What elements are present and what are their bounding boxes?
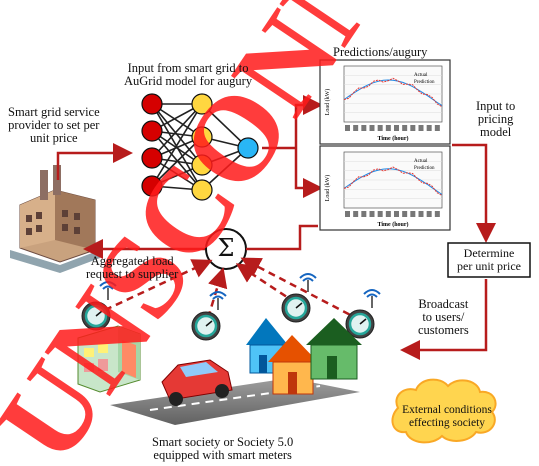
arrow-charts-to-pricing — [452, 143, 496, 243]
smart-meter-icon — [191, 291, 227, 341]
label-predictions: Predictions/augury — [333, 45, 428, 59]
tick-label — [385, 125, 391, 131]
label-aggregated-load: Aggregated load request to supplier — [86, 254, 179, 281]
series-actual — [343, 79, 443, 107]
tick-label — [345, 125, 350, 131]
series-actual — [343, 168, 443, 195]
smart-meters — [81, 273, 381, 341]
tick-label — [353, 125, 359, 131]
legend-entry: Actual — [414, 159, 428, 164]
chart-xlabel: Time (hour) — [377, 221, 408, 228]
smart-meter-icon — [81, 281, 117, 331]
tick-label — [385, 211, 391, 217]
chart-ylabel: Load (kW) — [324, 89, 331, 116]
tick-label — [345, 211, 350, 217]
smart-meter-icon — [345, 289, 381, 339]
car-icon — [161, 359, 233, 406]
factory-icon — [10, 165, 100, 273]
tick-label — [369, 125, 375, 131]
series-prediction — [343, 77, 443, 108]
smart-meter-icon — [281, 273, 317, 323]
tick-label — [353, 211, 359, 217]
hidden-node — [191, 93, 213, 115]
sum-symbol: Σ — [217, 234, 235, 262]
tick-label — [377, 125, 383, 131]
tick-label — [418, 211, 424, 217]
label-input-augrid: Input from smart grid to AuGrid model fo… — [124, 61, 253, 88]
cloud-icon — [391, 378, 497, 444]
chart-ylabel: Load (kW) — [324, 175, 331, 202]
tick-label — [426, 125, 432, 131]
label-smart-society: Smart society or Society 5.0 equipped wi… — [152, 435, 294, 462]
input-node — [141, 147, 163, 169]
tick-label — [377, 211, 383, 217]
house-green-icon — [306, 318, 362, 380]
tick-label — [410, 211, 416, 217]
input-node — [141, 120, 163, 142]
tick-label — [418, 125, 424, 131]
series-prediction — [343, 166, 443, 196]
output-node — [237, 137, 259, 159]
arrow-provider-to-net — [56, 143, 133, 180]
label-input-pricing: Input to pricing model — [476, 99, 516, 139]
input-node — [141, 175, 163, 197]
tick-label — [369, 211, 375, 217]
meter-dashed-arrows — [104, 257, 361, 322]
tick-label — [434, 211, 440, 217]
house-orange-icon — [268, 335, 318, 395]
hidden-node — [191, 179, 213, 201]
label-external-conditions: External conditions effecting society — [402, 404, 492, 429]
neural-network-icon — [141, 93, 259, 201]
legend-entry: Prediction — [414, 80, 435, 85]
tick-label — [402, 211, 408, 217]
label-broadcast: Broadcast to users/ customers — [418, 297, 469, 337]
label-determine-price: Determine per unit price — [457, 246, 521, 273]
arrow-sum-up — [246, 224, 318, 251]
label-smart-grid-provider: Smart grid service provider to set per u… — [8, 105, 100, 145]
hidden-node — [191, 154, 213, 176]
tick-label — [361, 125, 367, 131]
chart-xlabel: Time (hour) — [377, 135, 408, 142]
tick-label — [402, 125, 408, 131]
tick-label — [394, 211, 399, 217]
hidden-node — [191, 126, 213, 148]
prediction-charts: Load (kW)Time (hour)ActualPredictionLoad… — [319, 59, 451, 231]
determine-price-box — [447, 242, 531, 278]
house-blue-icon — [246, 318, 288, 374]
tick-label — [410, 125, 416, 131]
society-scene — [77, 318, 362, 425]
tick-label — [394, 125, 399, 131]
legend-entry: Actual — [414, 73, 428, 78]
arrow-broadcast — [400, 279, 488, 360]
shop-building-icon — [77, 325, 141, 393]
tick-label — [434, 125, 440, 131]
input-node — [141, 93, 163, 115]
tick-label — [426, 211, 432, 217]
legend-entry: Prediction — [414, 166, 435, 171]
tick-label — [361, 211, 367, 217]
